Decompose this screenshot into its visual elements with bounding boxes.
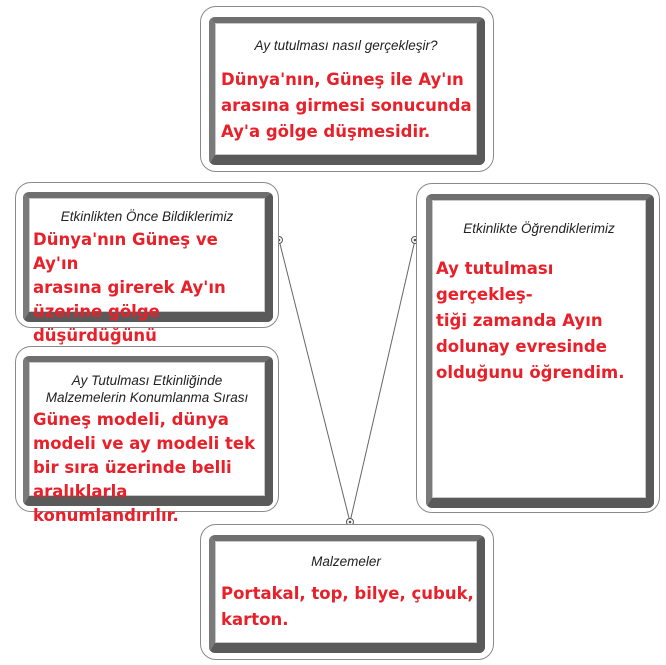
learned-card: Etkinlikte Öğrendiklerimiz Ay tutulması … (416, 183, 660, 513)
materials-title: Malzemeler (311, 554, 381, 569)
arrangement-card: Ay Tutulması Etkinliğinde Malzemelerin K… (15, 346, 279, 525)
prior-knowledge-answer: Dünya'nın Güneş ve Ay'ın arasına girerek… (33, 230, 226, 369)
arrangement-title: Ay Tutulması Etkinliğinde Malzemelerin K… (45, 373, 249, 405)
learned-answer: Ay tutulması gerçekleş- tiği zamanda Ayı… (436, 259, 625, 382)
materials-card: Malzemeler Portakal, top, bilye, çubuk, … (200, 524, 494, 660)
materials-answer: Portakal, top, bilye, çubuk, karton. (221, 584, 474, 629)
question-card: Ay tutulması nasıl gerçekleşir? Dünya'nı… (200, 6, 494, 172)
learned-title: Etkinlikte Öğrendiklerimiz (463, 221, 615, 236)
question-answer: Dünya'nın, Güneş ile Ay'ın arasına girme… (221, 70, 472, 141)
question-title: Ay tutulması nasıl gerçekleşir? (254, 38, 438, 53)
prior-knowledge-card: Etkinlikten Önce Bildiklerimiz Dünya'nın… (15, 182, 279, 369)
prior-knowledge-title: Etkinlikten Önce Bildiklerimiz (60, 209, 234, 224)
arrangement-answer: Güneş modeli, dünya modeli ve ay modeli … (33, 410, 256, 525)
